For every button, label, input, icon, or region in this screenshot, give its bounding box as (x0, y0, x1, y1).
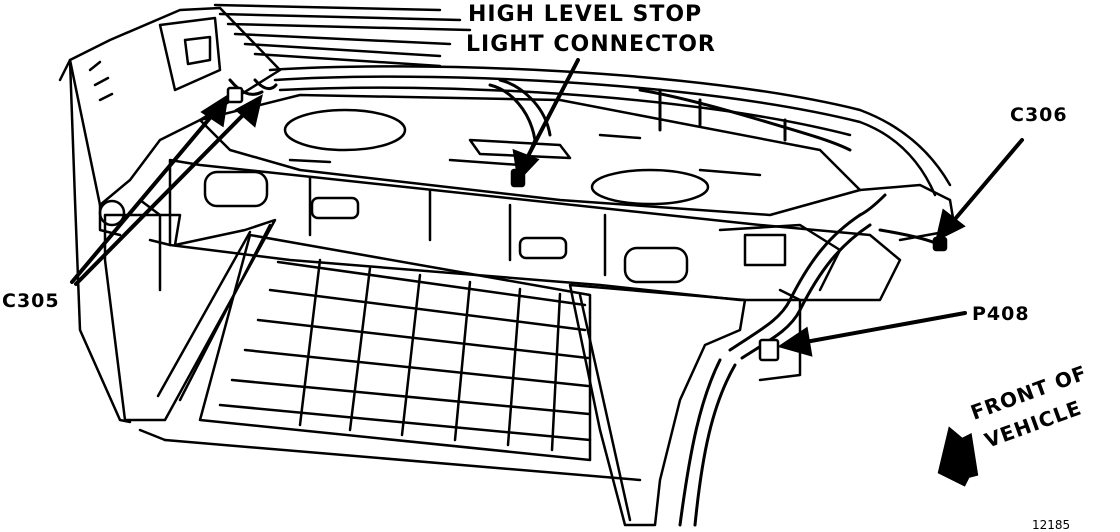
package-shelf (198, 93, 862, 217)
left-trim-panel (103, 213, 277, 422)
p408-connector-shape (758, 338, 780, 362)
connectors (226, 86, 948, 362)
high-level-stop-label-line2: LIGHT CONNECTOR (466, 32, 716, 57)
arrow-p408 (798, 311, 967, 345)
arrow-c305-a (70, 110, 217, 284)
high-level-stop-label-line1: HIGH LEVEL STOP (468, 2, 703, 27)
wiring-harness (228, 78, 942, 527)
c306-label: C306 (1010, 104, 1068, 126)
right-side-structure (718, 183, 957, 382)
rear-body-panel (138, 158, 902, 302)
front-of-vehicle-arrow (937, 426, 979, 487)
rear-window-lines (213, 3, 952, 197)
arrow-c305-b (74, 108, 250, 286)
arrow-c306 (948, 138, 1024, 227)
leader-arrows (70, 58, 1024, 487)
c305-connector-shape (226, 86, 244, 104)
figure-number: 12185 (1032, 518, 1071, 532)
p408-label: P408 (972, 303, 1030, 325)
arrow-hls-connector (523, 58, 580, 164)
grille-panel (138, 233, 642, 482)
c305-label: C305 (2, 290, 60, 312)
right-trim-panel (568, 283, 747, 527)
